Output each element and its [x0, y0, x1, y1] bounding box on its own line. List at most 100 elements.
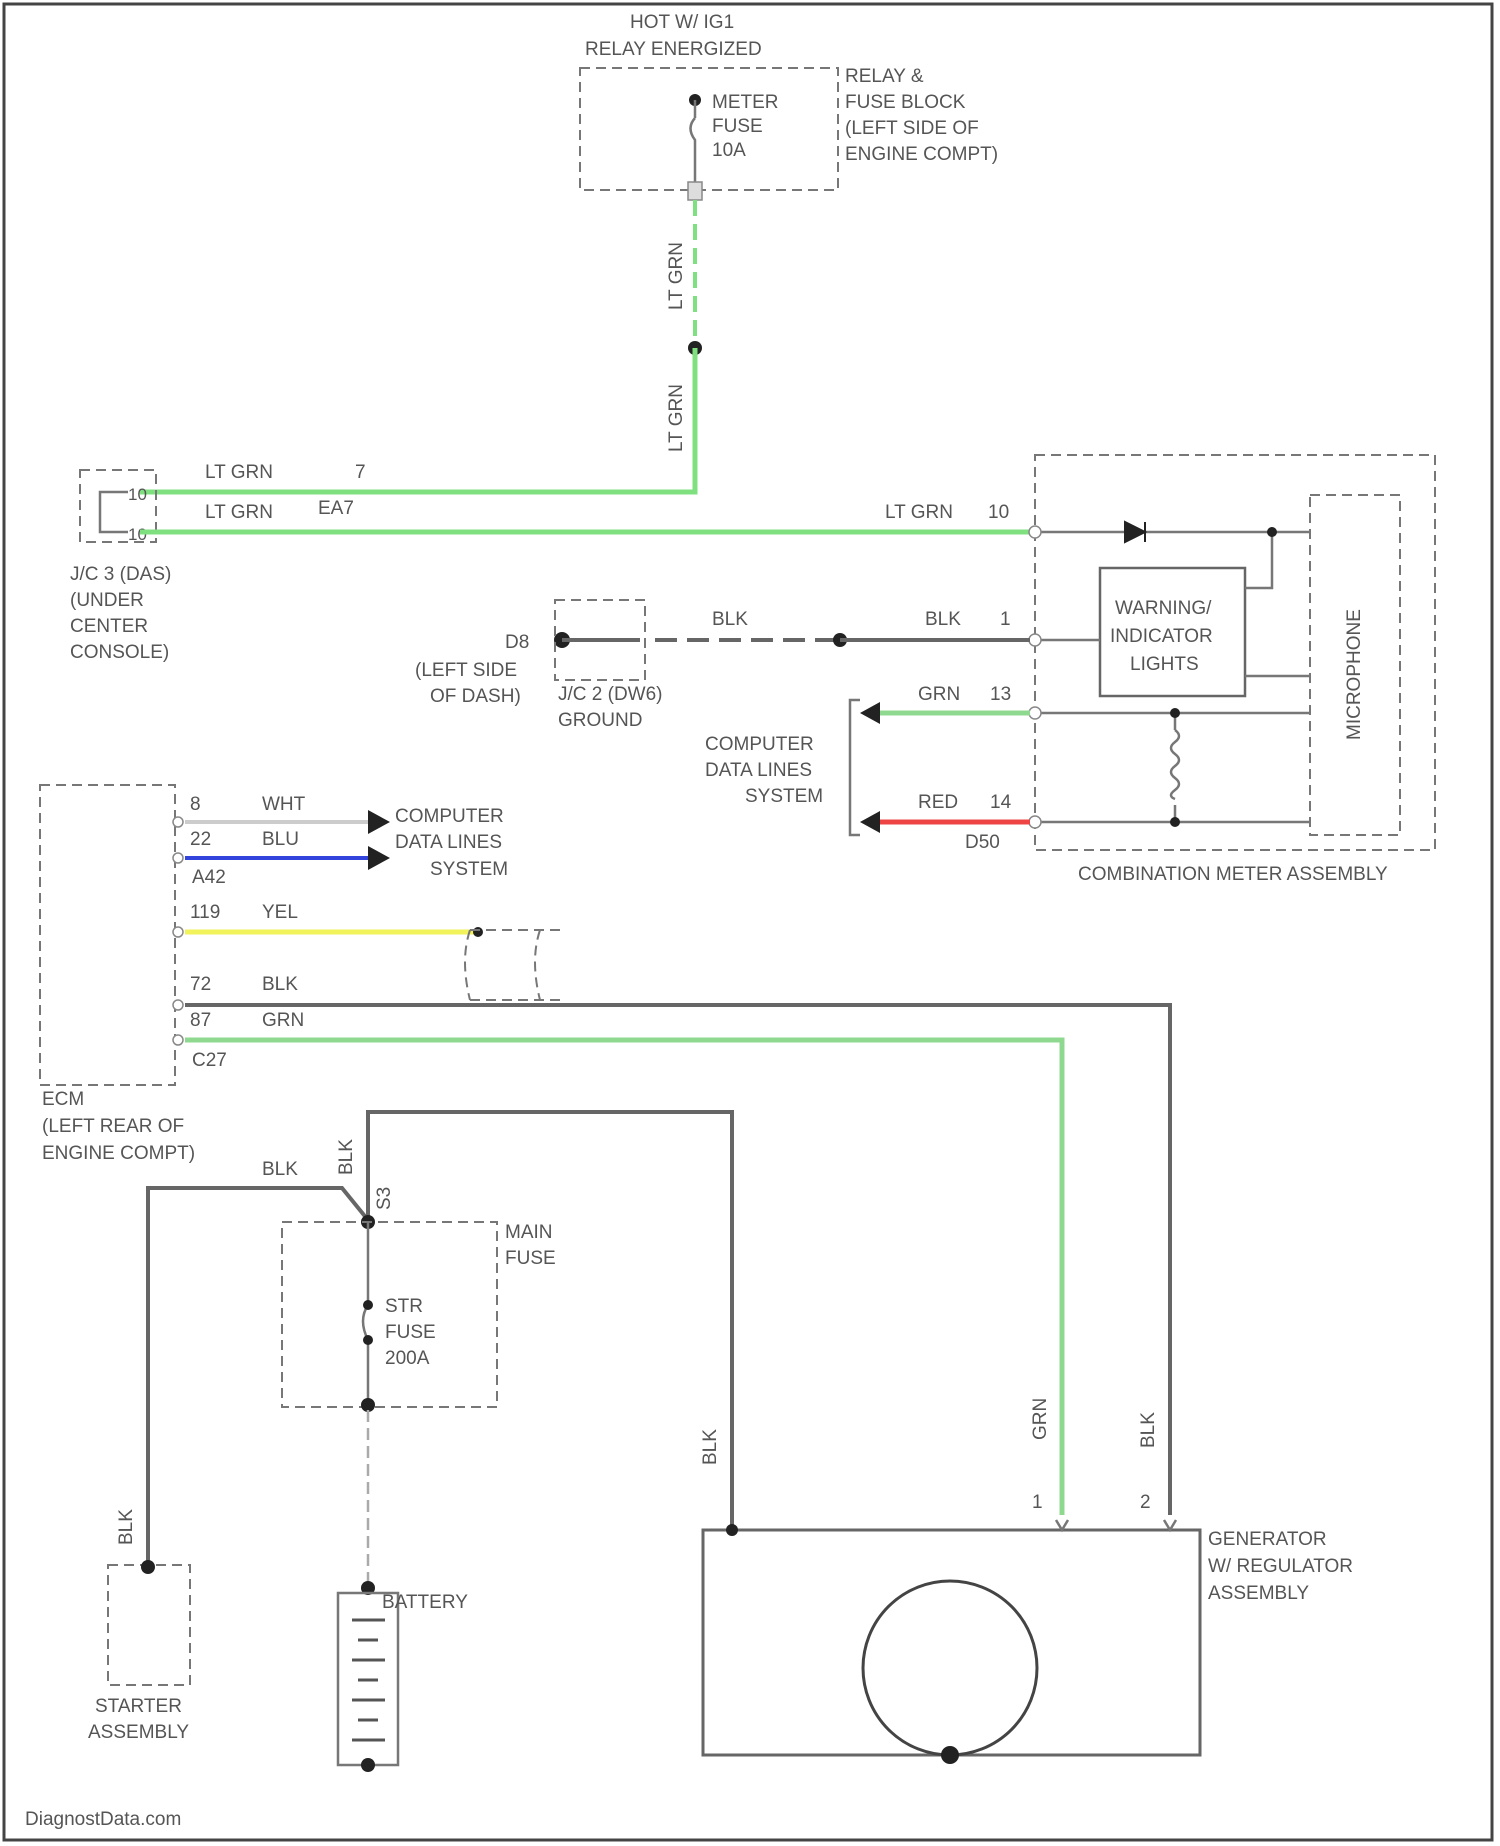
str-fuse-label-1: STR [385, 1296, 423, 1317]
generator-label-3: ASSEMBLY [1208, 1583, 1309, 1604]
main-fuse-label-1: MAIN [505, 1222, 553, 1243]
grn-meter-label: GRN [918, 684, 960, 705]
meter-data-label-1: COMPUTER [705, 734, 814, 755]
gen-blk-terminal-dot [726, 1524, 738, 1536]
starter-terminal-dot [141, 1560, 155, 1574]
grn-gen-label: GRN [1030, 1398, 1051, 1440]
conn-d50-label: D50 [965, 832, 1000, 853]
red-data-arrow [860, 811, 880, 833]
meter-internal-dot-1 [1267, 527, 1277, 537]
generator-label-1: GENERATOR [1208, 1529, 1327, 1550]
meter-pin-13 [1029, 707, 1041, 719]
pin-1-label: 1 [1000, 609, 1011, 630]
gen-pin-2-label: 2 [1140, 1492, 1151, 1513]
gen-pin-1-label: 1 [1032, 1492, 1043, 1513]
lt-grn-v-label-2: LT GRN [666, 384, 687, 452]
main-fuse-bottom-dot [361, 1398, 375, 1412]
jc3-bracket [100, 492, 128, 532]
meter-pin-10 [1029, 526, 1041, 538]
starter-label-1: STARTER [95, 1696, 182, 1717]
jc3-label-2: (UNDER [70, 590, 144, 611]
blk-top-wire [368, 1112, 732, 1530]
jc3-label-3: CENTER [70, 616, 148, 637]
ecm-data-label-3: SYSTEM [430, 859, 508, 880]
str-fuse-symbol [363, 1222, 368, 1405]
red-meter-label: RED [918, 792, 958, 813]
pin-14-label: 14 [990, 792, 1012, 813]
hot-label-2: RELAY ENERGIZED [585, 39, 762, 60]
meter-data-label-2: DATA LINES [705, 760, 812, 781]
ecm-label-3: ENGINE COMPT) [42, 1143, 195, 1164]
generator-label-2: W/ REGULATOR [1208, 1556, 1353, 1577]
battery-cells [352, 1620, 385, 1740]
ecm-label-1: ECM [42, 1089, 84, 1110]
relay-block-label-2: FUSE BLOCK [845, 92, 966, 113]
ecm-grn-label: GRN [262, 1010, 304, 1031]
battery-minus-dot [361, 1758, 375, 1772]
relay-block-label-3: (LEFT SIDE OF [845, 118, 979, 139]
ecm-pin-119: 119 [190, 902, 220, 923]
ground-location-1: (LEFT SIDE [415, 660, 517, 681]
meter-internal-dot-2 [1170, 708, 1180, 718]
ecm-pin-8: 8 [190, 794, 201, 815]
meter-internal-diode [1125, 522, 1145, 542]
ecm-blu-label: BLU [262, 829, 299, 850]
generator-rotor-circle [863, 1581, 1037, 1755]
ecm-box [40, 785, 175, 1085]
meter-data-label-3: SYSTEM [745, 786, 823, 807]
relay-fuse-block-box [580, 68, 838, 190]
ecm-data-label-2: DATA LINES [395, 832, 502, 853]
battery-label: BATTERY [382, 1592, 468, 1613]
ground-d8-label: D8 [505, 632, 529, 653]
ecm-pin-72-terminal [173, 1000, 183, 1010]
jc2-label-1: J/C 2 (DW6) [558, 684, 663, 705]
blk-starter-wire [148, 1188, 368, 1565]
ecm-pin-87-terminal [173, 1035, 183, 1045]
hot-label-1: HOT W/ IG1 [630, 12, 734, 33]
jc3-pin-top: 10 [128, 485, 147, 504]
blk-ground-label-1: BLK [712, 609, 748, 630]
yel-shield [465, 930, 560, 1000]
lt-grn-h-label-2: LT GRN [205, 502, 273, 523]
ecm-data-label-1: COMPUTER [395, 806, 504, 827]
ecm-pin-119-terminal [173, 927, 183, 937]
pin-s3-label: S3 [374, 1187, 395, 1210]
watermark-text: DiagnostData.com [25, 1809, 181, 1830]
warning-label-3: LIGHTS [1130, 654, 1199, 675]
jc2-label-2: GROUND [558, 710, 642, 731]
conn-ea7-label: EA7 [318, 498, 354, 519]
meter-resistor [1171, 730, 1179, 799]
ecm-pin-8-terminal [173, 817, 183, 827]
relay-block-label-4: ENGINE COMPT) [845, 144, 998, 165]
combination-meter-box [1035, 455, 1435, 850]
blk-gen2-label: BLK [1138, 1412, 1159, 1448]
str-fuse-label-3: 200A [385, 1348, 430, 1369]
ecm-pin-87: 87 [190, 1010, 211, 1031]
pin-7-label: 7 [355, 462, 366, 483]
blu-arrow [368, 846, 390, 870]
ecm-pin-22-terminal [173, 853, 183, 863]
ecm-pin-72: 72 [190, 974, 211, 995]
generator-ground-dot [941, 1746, 959, 1764]
ecm-label-2: (LEFT REAR OF [42, 1116, 184, 1137]
blk-ground-label-2: BLK [925, 609, 961, 630]
microphone-label: MICROPHONE [1344, 609, 1365, 740]
ecm-wht-label: WHT [262, 794, 306, 815]
warning-label-2: INDICATOR [1110, 626, 1213, 647]
warning-label-1: WARNING/ [1115, 598, 1212, 619]
meter-internal-dot-3 [1170, 817, 1180, 827]
ecm-conn-a42: A42 [192, 867, 226, 888]
meter-fuse-symbol [691, 100, 696, 182]
main-fuse-label-2: FUSE [505, 1248, 556, 1269]
ecm-blk-label: BLK [262, 974, 298, 995]
str-fuse-dot-1 [363, 1300, 373, 1310]
generator-box [703, 1530, 1200, 1755]
pin-13-label: 13 [990, 684, 1011, 705]
jc3-label-4: CONSOLE) [70, 642, 169, 663]
str-fuse-dot-2 [363, 1335, 373, 1345]
ecm-conn-c27: C27 [192, 1050, 227, 1071]
starter-label-2: ASSEMBLY [88, 1722, 189, 1743]
yel-end-dot [473, 927, 483, 937]
pin-10-label: 10 [988, 502, 1009, 523]
